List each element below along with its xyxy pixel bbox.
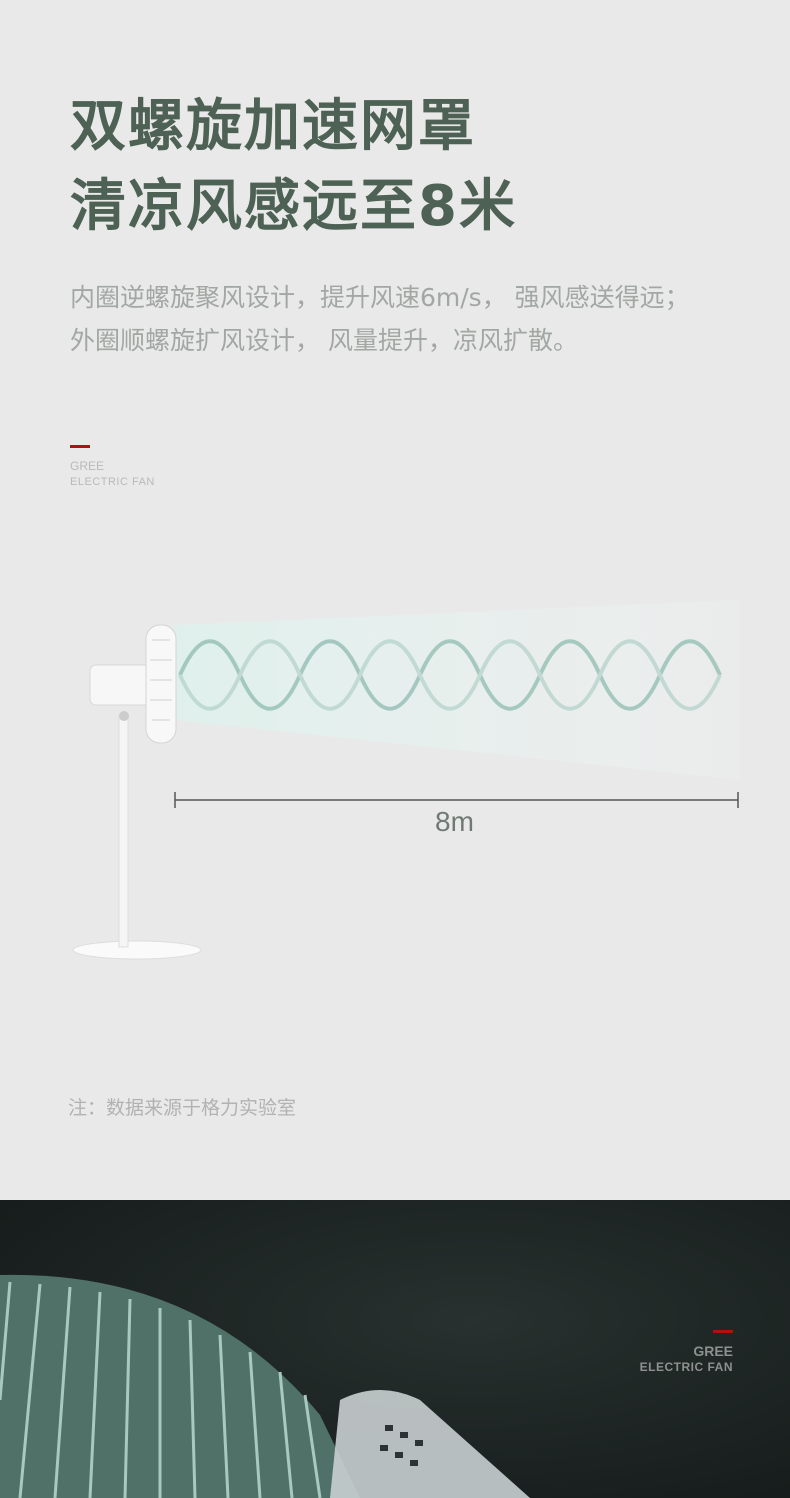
brand-name: GREE [693,1343,733,1359]
motor-vents [380,1425,423,1466]
motor-housing [330,1390,530,1498]
dark-product-section: GREE ELECTRIC FAN [0,1200,790,1498]
wind-beam [175,600,740,780]
fan-guard-closeup [0,1274,530,1498]
brand-name: GREE [70,459,105,473]
headline-line-2: 清凉风感远至8米 [70,174,517,239]
accent-bar [70,445,90,448]
headline-line-1: 双螺旋加速网罩 [70,94,476,159]
wind-distance-section: 双螺旋加速网罩 清凉风感远至8米 内圈逆螺旋聚风设计，提升风速6m/s， 强风感… [68,94,740,1119]
brand-tag: GREE ELECTRIC FAN [70,445,155,490]
fan-wind-illustration [72,600,740,960]
brand-tag-dark: GREE ELECTRIC FAN [640,1330,733,1375]
distance-label: 8m [435,806,474,837]
description-line-2: 外圈顺螺旋扩风设计， 风量提升，凉风扩散。 [70,326,578,355]
fan-grill-ribs [0,1281,322,1498]
footnote: 注：数据来源于格力实验室 [68,1097,297,1119]
spiral-wind-icon [178,639,722,711]
product-name: ELECTRIC FAN [70,476,155,488]
product-name: ELECTRIC FAN [639,1360,733,1374]
standing-fan-icon [72,624,202,960]
description-line-1: 内圈逆螺旋聚风设计，提升风速6m/s， 强风感送得远； [70,283,690,312]
accent-bar [713,1330,733,1333]
distance-ruler [174,792,739,808]
